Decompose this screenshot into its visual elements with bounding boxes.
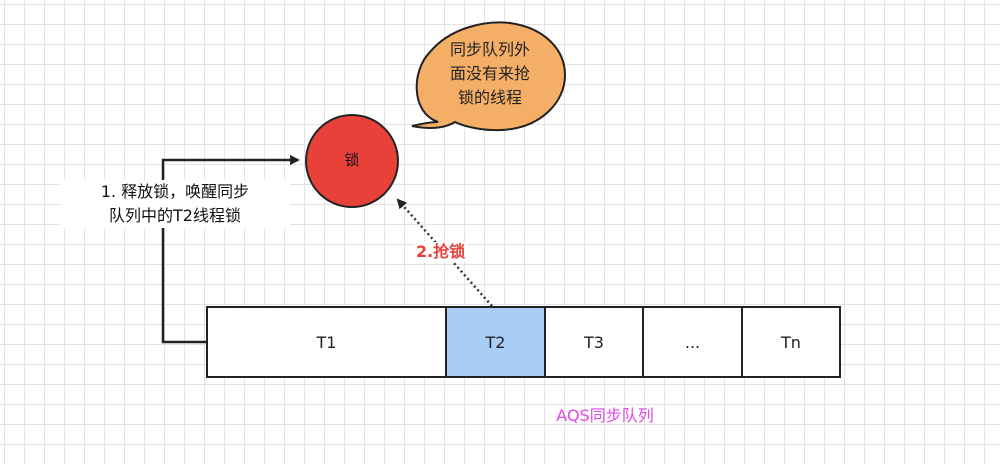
- callout-line: 面没有来抢: [449, 64, 530, 83]
- release-arrow: [161, 155, 300, 344]
- callout-line: 同步队列外: [449, 40, 530, 59]
- callout-bubble: [411, 21, 567, 132]
- queue-cell-label: T2: [485, 332, 506, 352]
- queue-cell-label: T1: [316, 332, 337, 352]
- queue-cell-t2: [445, 306, 546, 378]
- queue-cell-label: Tn: [781, 332, 801, 352]
- queue-caption: AQS同步队列: [556, 406, 654, 425]
- lock-label: 锁: [344, 151, 360, 169]
- queue-cell-label: ...: [684, 332, 701, 352]
- queue-cell-label: T3: [584, 332, 604, 352]
- callout-text: 同步队列外 面没有来抢 锁的线程: [426, 38, 554, 110]
- release-label-line: 1. 释放锁，唤醒同步: [100, 182, 250, 201]
- release-label-line: 队列中的T2线程锁: [109, 206, 241, 225]
- queue-cell-t3: [544, 306, 644, 378]
- queue-cell-t1: [206, 306, 447, 378]
- release-label: 1. 释放锁，唤醒同步 队列中的T2线程锁: [60, 180, 290, 228]
- queue-cell-ellipsis: [642, 306, 743, 378]
- lock-circle: [305, 114, 399, 208]
- callout-line: 锁的线程: [457, 88, 522, 107]
- grab-label: 2.抢锁: [414, 242, 468, 262]
- sync-queue: [206, 306, 841, 378]
- queue-cell-tn: [741, 306, 841, 378]
